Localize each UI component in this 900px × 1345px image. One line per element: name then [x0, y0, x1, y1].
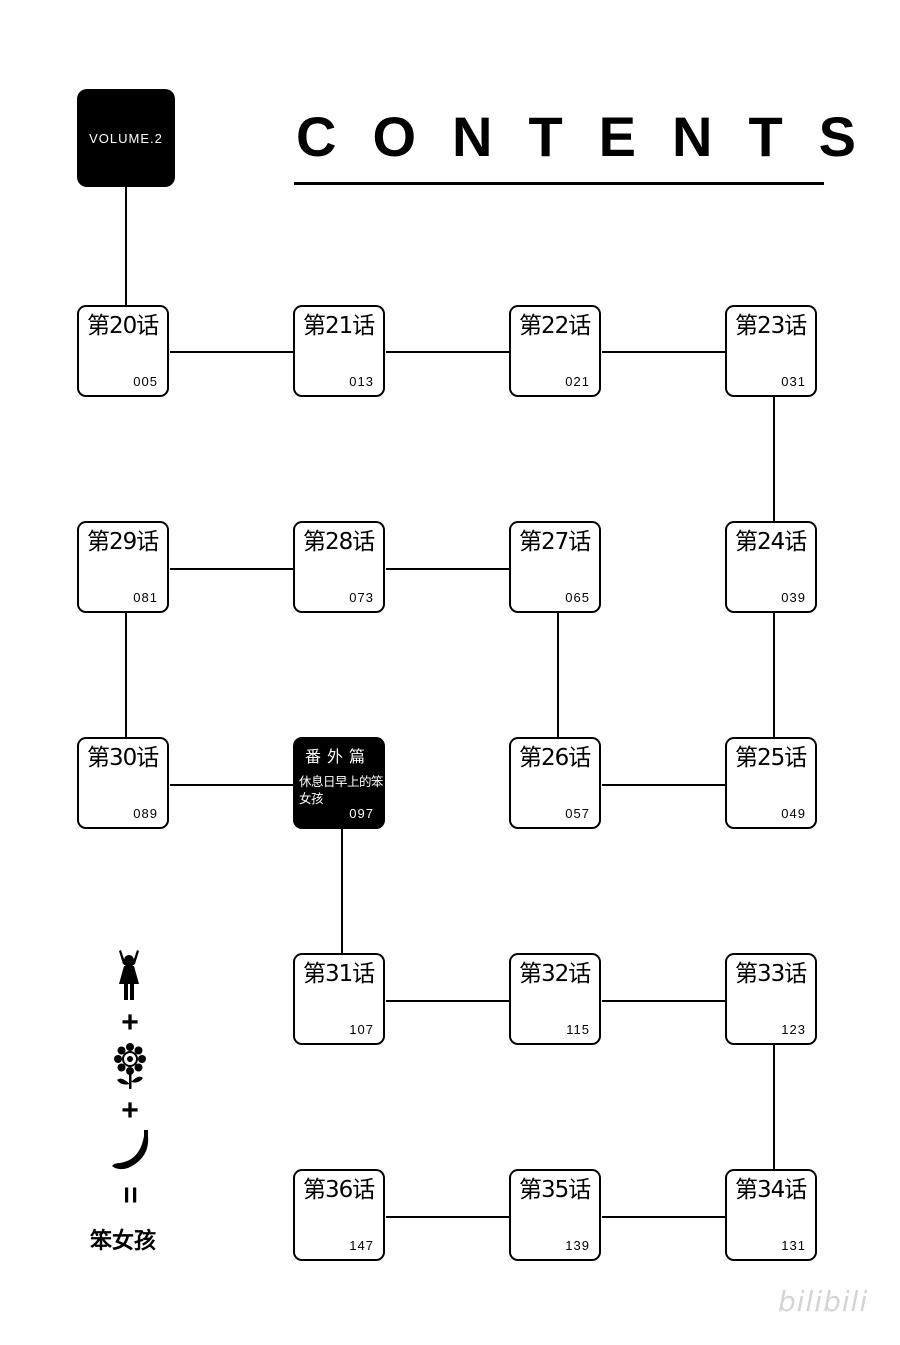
connector [341, 829, 343, 957]
legend-result: 笨女孩 [90, 1229, 157, 1254]
chapter-name: 第20话 [87, 313, 159, 339]
chapter-card-26[interactable]: 第26话 057 [509, 737, 601, 829]
chapter-page: 131 [781, 1238, 806, 1253]
chapter-page: 013 [349, 374, 374, 389]
girl-icon [113, 950, 145, 1002]
chapter-name: 第27话 [519, 529, 591, 555]
chapter-name: 第34话 [735, 1177, 807, 1203]
chapter-page: 115 [566, 1022, 590, 1037]
chapter-card-33[interactable]: 第33话 123 [725, 953, 817, 1045]
chapter-card-31[interactable]: 第31话 107 [293, 953, 385, 1045]
connector [602, 784, 730, 786]
connector [170, 784, 298, 786]
connector [557, 613, 559, 741]
chapter-page: 073 [349, 590, 374, 605]
chapter-page: 049 [781, 806, 806, 821]
chapter-page: 021 [565, 374, 590, 389]
chapter-card-27[interactable]: 第27话 065 [509, 521, 601, 613]
extra-chapter-name: 番外篇 [305, 747, 372, 766]
chapter-card-30[interactable]: 第30话 089 [77, 737, 169, 829]
chapter-card-25[interactable]: 第25话 049 [725, 737, 817, 829]
chapter-page: 107 [349, 1022, 374, 1037]
chapter-name: 第33话 [735, 961, 807, 987]
connector [125, 187, 127, 305]
watermark: bilibili [778, 1285, 869, 1318]
chapter-name: 第26话 [519, 745, 591, 771]
chapter-page: 089 [133, 806, 158, 821]
chapter-name: 第36话 [303, 1177, 375, 1203]
equals-sign: = [114, 1186, 147, 1204]
chapter-card-20[interactable]: 第20话 005 [77, 305, 169, 397]
connector [773, 397, 775, 525]
connector [602, 1216, 730, 1218]
chapter-page: 039 [781, 590, 806, 605]
chapter-card-23[interactable]: 第23话 031 [725, 305, 817, 397]
chapter-name: 第29话 [87, 529, 159, 555]
chapter-card-21[interactable]: 第21话 013 [293, 305, 385, 397]
chapter-name: 第25话 [735, 745, 807, 771]
chapter-card-28[interactable]: 第28话 073 [293, 521, 385, 613]
chapter-card-32[interactable]: 第32话 115 [509, 953, 601, 1045]
chapter-page: 147 [349, 1238, 374, 1253]
extra-chapter-subtitle: 休息日早上的笨女孩 [299, 774, 384, 806]
contents-title: CONTENTS [296, 105, 892, 168]
connector [602, 351, 730, 353]
chapter-card-24[interactable]: 第24话 039 [725, 521, 817, 613]
connector [602, 1000, 730, 1002]
connector [170, 568, 298, 570]
chapter-name: 第28话 [303, 529, 375, 555]
volume-badge: VOLUME.2 [77, 89, 175, 187]
connector [386, 568, 514, 570]
chapter-card-36[interactable]: 第36话 147 [293, 1169, 385, 1261]
connector [773, 1045, 775, 1173]
chapter-page: 065 [565, 590, 590, 605]
chapter-name: 第32话 [519, 961, 591, 987]
sunflower-icon [111, 1042, 149, 1090]
chapter-page: 057 [565, 806, 590, 821]
plus-sign: + [121, 1006, 139, 1039]
chapter-card-22[interactable]: 第22话 021 [509, 305, 601, 397]
extra-chapter-page: 097 [349, 806, 374, 821]
chapter-page: 081 [133, 590, 158, 605]
chapter-page: 031 [781, 374, 806, 389]
connector [386, 1000, 514, 1002]
chapter-card-34[interactable]: 第34话 131 [725, 1169, 817, 1261]
chapter-page: 005 [133, 374, 158, 389]
chapter-page: 123 [781, 1022, 806, 1037]
title-underline [294, 182, 824, 185]
chapter-name: 第23话 [735, 313, 807, 339]
chapter-name: 第21话 [303, 313, 375, 339]
connector [773, 613, 775, 741]
chapter-page: 139 [565, 1238, 590, 1253]
chapter-card-35[interactable]: 第35话 139 [509, 1169, 601, 1261]
chapter-name: 第24话 [735, 529, 807, 555]
plus-sign: + [121, 1094, 139, 1127]
chapter-card-29[interactable]: 第29话 081 [77, 521, 169, 613]
chapter-name: 第31话 [303, 961, 375, 987]
chapter-name: 第30话 [87, 745, 159, 771]
connector [170, 351, 298, 353]
connector [386, 351, 514, 353]
connector [125, 613, 127, 741]
chapter-name: 第35话 [519, 1177, 591, 1203]
connector [386, 1216, 514, 1218]
banana-icon [110, 1128, 152, 1172]
extra-chapter-card[interactable]: 番外篇 休息日早上的笨女孩 097 [293, 737, 385, 829]
chapter-name: 第22话 [519, 313, 591, 339]
